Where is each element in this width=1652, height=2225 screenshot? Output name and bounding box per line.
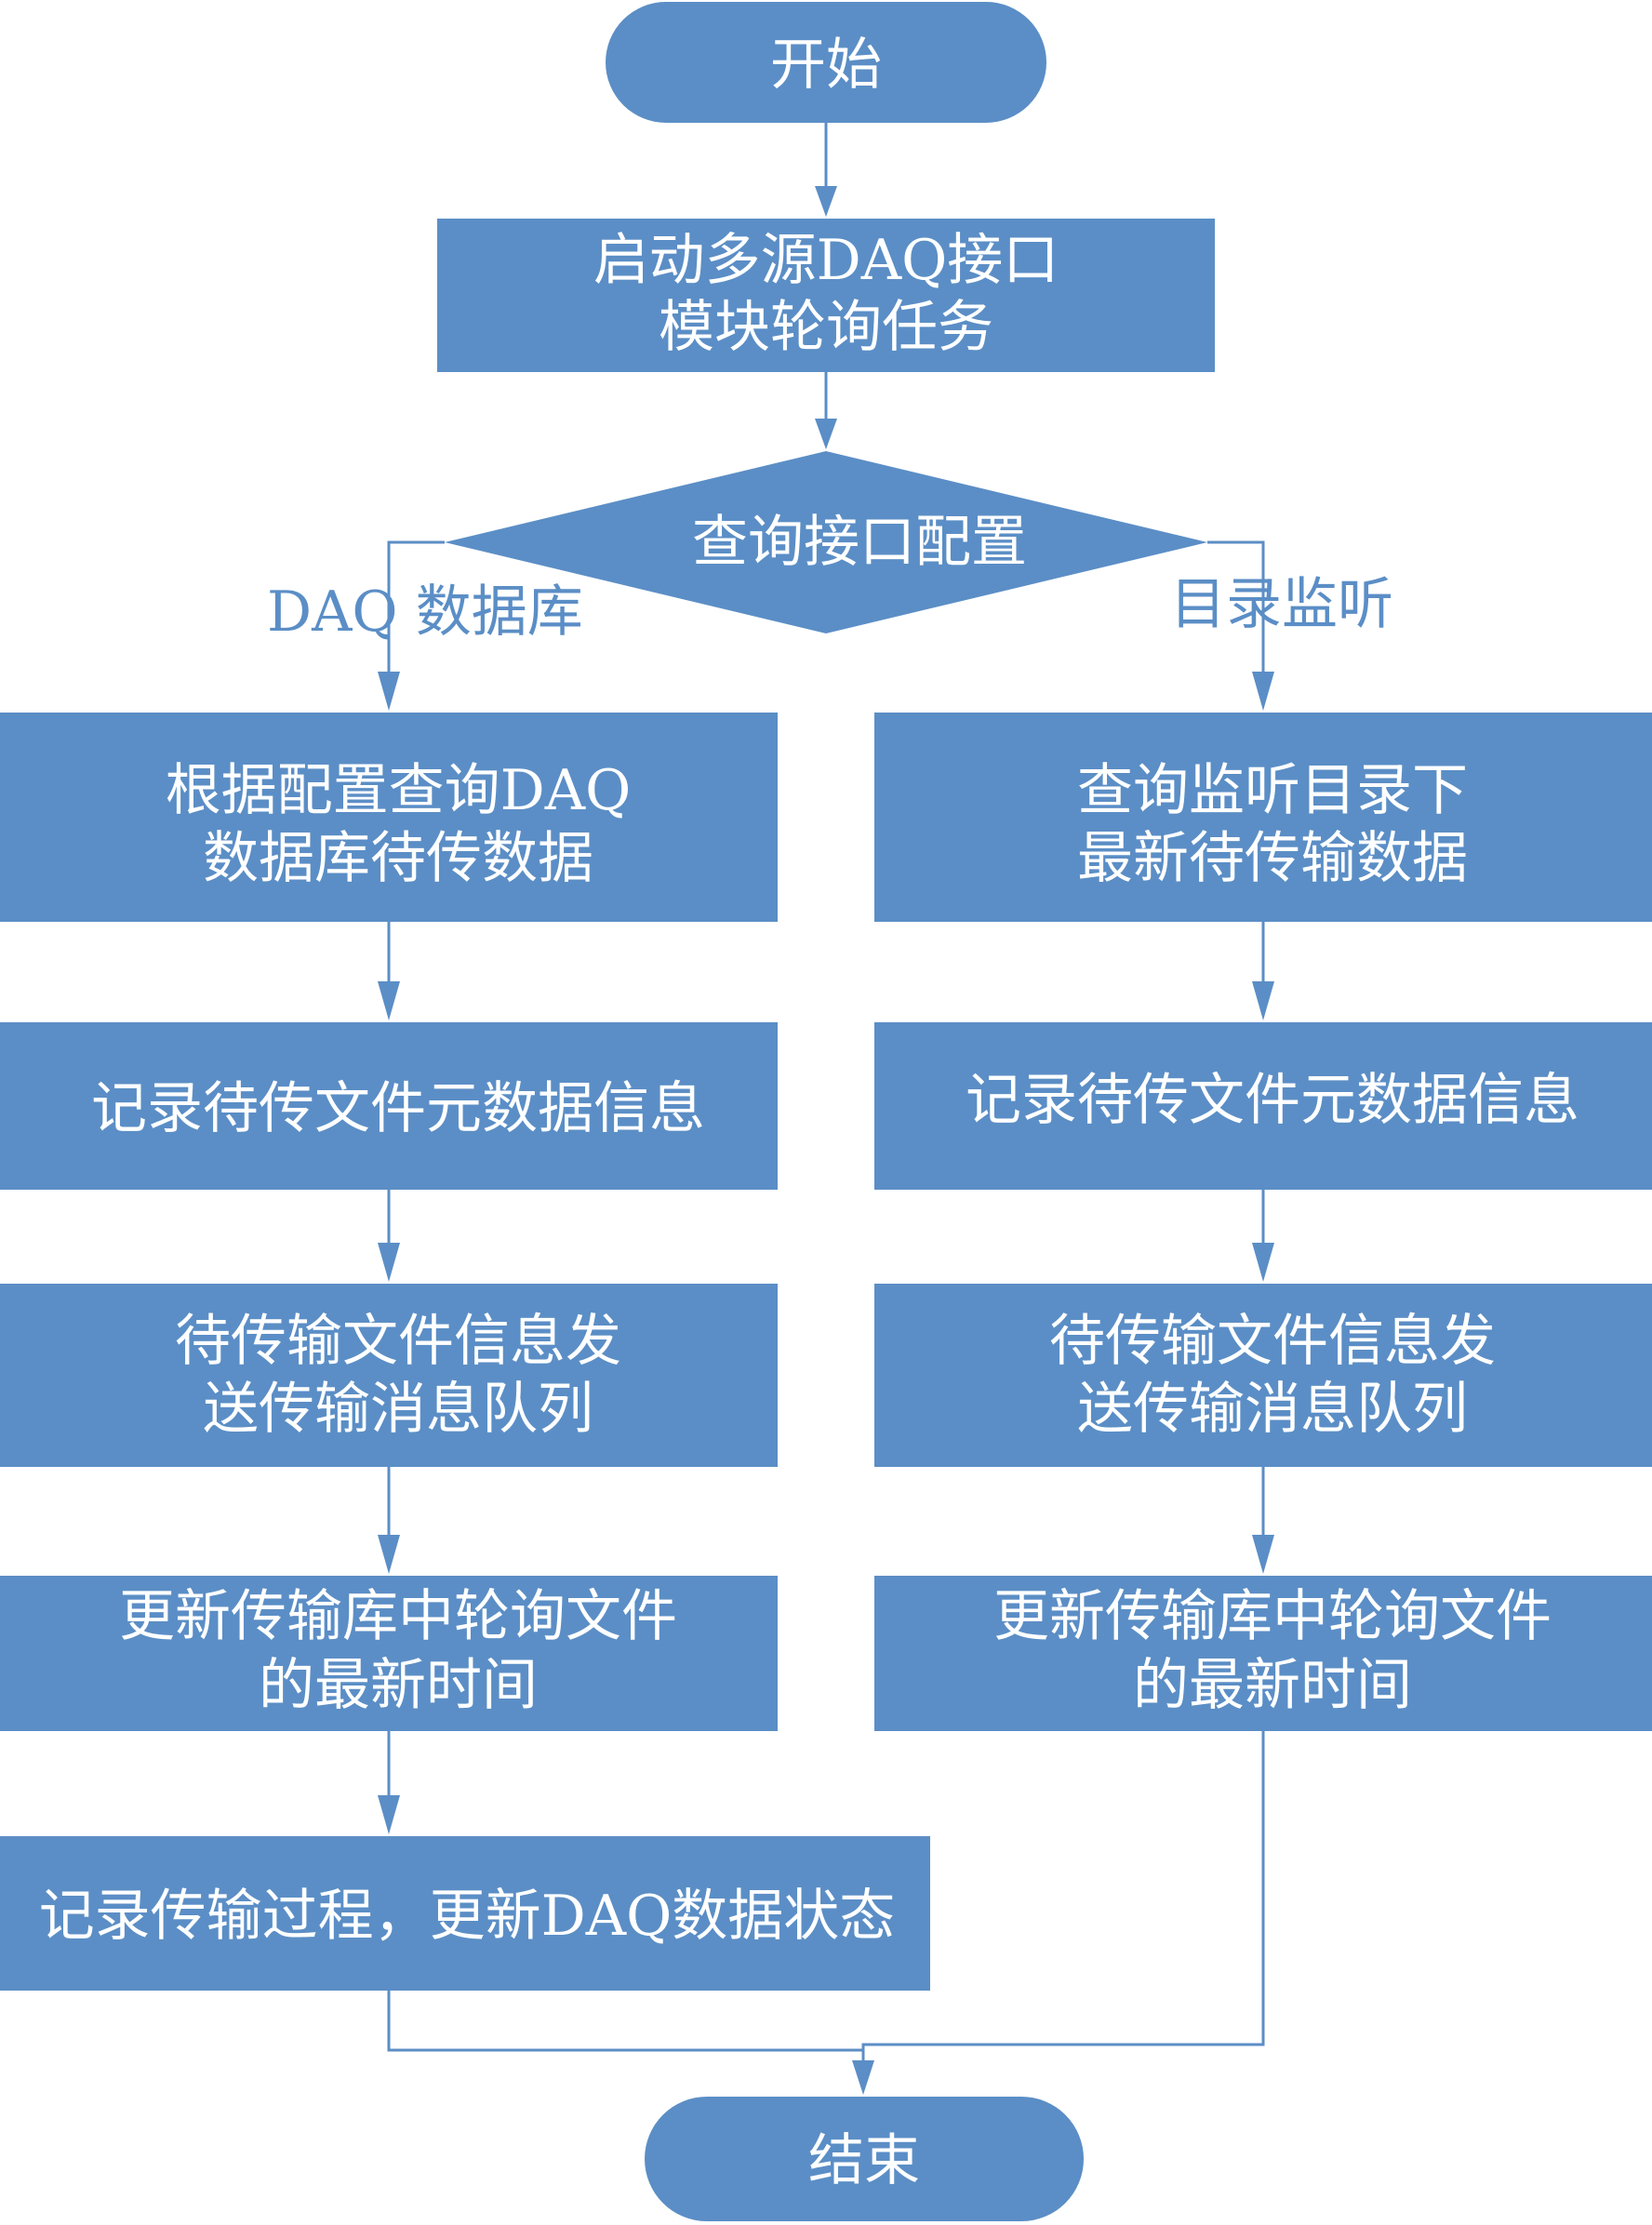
- arrowhead: [378, 672, 400, 711]
- right-send-queue-node: 待传输文件信息发 送传输消息队列: [874, 1284, 1652, 1467]
- left-query-node: 根据配置查询DAQ 数据库待传数据: [0, 713, 778, 922]
- right-record-metadata-node: 记录待传文件元数据信息: [874, 1022, 1652, 1190]
- arrowhead: [378, 1535, 400, 1574]
- launch-polling-label-line2: 模块轮询任务: [659, 295, 993, 360]
- right-send-queue-label-line1: 待传输文件信息发: [1049, 1309, 1496, 1374]
- connector-decision-left: [387, 540, 445, 672]
- arrowhead: [1252, 1243, 1274, 1282]
- connector-decision-right: [1207, 540, 1265, 672]
- left-send-queue-node: 待传输文件信息发 送传输消息队列: [0, 1284, 778, 1467]
- left-record-process-node: 记录传输过程，更新DAQ数据状态: [0, 1836, 930, 1991]
- arrowhead: [852, 2060, 874, 2095]
- decision-node: 查询接口配置: [445, 451, 1207, 633]
- left-send-queue-label-line2: 送传输消息队列: [203, 1377, 593, 1442]
- end-node: 结束: [645, 2097, 1084, 2221]
- right-query-label-line1: 查询监听目录下: [1077, 758, 1468, 823]
- right-record-metadata-label: 记录待传文件元数据信息: [966, 1068, 1579, 1133]
- right-send-queue-label-line2: 送传输消息队列: [1077, 1377, 1468, 1442]
- left-query-label-line1: 根据配置查询DAQ: [166, 758, 632, 823]
- arrowhead: [1252, 672, 1274, 711]
- left-record-metadata-node: 记录待传文件元数据信息: [0, 1022, 778, 1190]
- arrowhead: [378, 1795, 400, 1834]
- arrowhead: [1252, 981, 1274, 1020]
- right-update-time-label-line2: 的最新时间: [1133, 1653, 1412, 1718]
- launch-polling-node: 启动多源DAQ接口 模块轮询任务: [437, 219, 1215, 372]
- left-send-queue-label-line1: 待传输文件信息发: [175, 1309, 621, 1374]
- arrowhead: [815, 186, 837, 217]
- left-record-process-label: 记录传输过程，更新DAQ数据状态: [39, 1884, 896, 1949]
- arrowhead: [378, 981, 400, 1020]
- end-label: 结束: [808, 2128, 920, 2193]
- left-record-metadata-label: 记录待传文件元数据信息: [91, 1076, 705, 1141]
- right-query-label-line2: 最新待传输数据: [1077, 826, 1468, 891]
- connector-right-merge: [861, 1731, 1265, 2060]
- arrowhead: [815, 419, 837, 449]
- connector-left-merge: [387, 1991, 863, 2052]
- connectors: [378, 123, 1274, 2095]
- right-update-time-label-line1: 更新传输库中轮询文件: [993, 1584, 1552, 1649]
- left-update-time-label-line1: 更新传输库中轮询文件: [119, 1584, 677, 1649]
- start-label: 开始: [770, 33, 882, 98]
- left-update-time-node: 更新传输库中轮询文件 的最新时间: [0, 1576, 778, 1731]
- right-update-time-node: 更新传输库中轮询文件 的最新时间: [874, 1576, 1652, 1731]
- right-query-node: 查询监听目录下 最新待传输数据: [874, 713, 1652, 922]
- launch-polling-label-line1: 启动多源DAQ接口: [593, 228, 1059, 293]
- left-query-label-line2: 数据库待传数据: [203, 826, 593, 891]
- branch-label-directory-listen: 目录监听: [1170, 572, 1393, 637]
- start-node: 开始: [606, 2, 1046, 123]
- arrowhead: [378, 1243, 400, 1282]
- left-update-time-label-line2: 的最新时间: [259, 1653, 538, 1718]
- arrowhead: [1252, 1535, 1274, 1574]
- branch-label-daq-database: DAQ 数据库: [267, 580, 583, 645]
- decision-label: 查询接口配置: [692, 510, 1027, 575]
